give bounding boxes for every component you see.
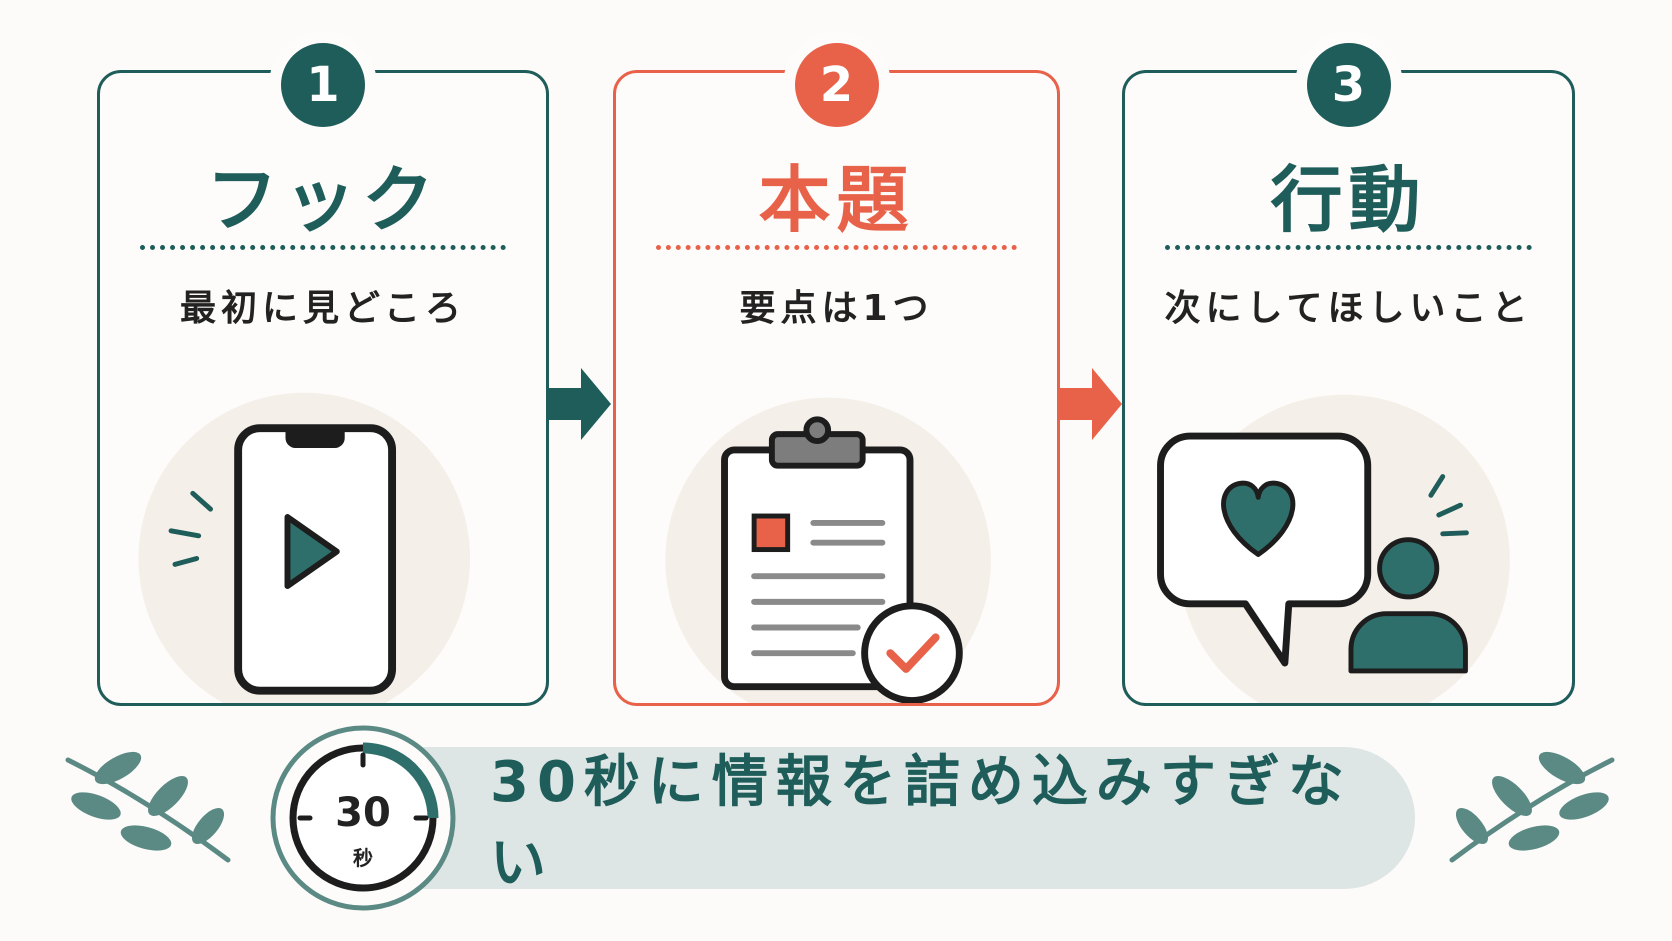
- step-number-badge: 3: [1294, 31, 1403, 139]
- step-card-main-topic: 2 本題 要点は1つ: [613, 31, 1060, 706]
- timer-unit: 秒: [353, 846, 373, 870]
- leaf-branch-icon: [1449, 751, 1615, 863]
- smartphone-play-icon: [138, 392, 470, 703]
- step-card-hook: 1 フック 最初に見どころ: [97, 31, 549, 706]
- step-number-badge: 2: [782, 31, 891, 139]
- step-title: 行動: [1270, 158, 1427, 242]
- message-pill: [345, 747, 1415, 889]
- leaf-branch-icon: [65, 751, 231, 863]
- speech-heart-person-icon: [1157, 394, 1510, 703]
- arrow-right-icon: [549, 368, 611, 440]
- dotted-divider: [140, 245, 506, 250]
- step-title: 本題: [758, 158, 915, 242]
- step-title: フック: [205, 158, 440, 242]
- step-subtitle: 最初に見どころ: [180, 288, 466, 329]
- dotted-divider: [656, 245, 1017, 250]
- clipboard-check-icon: [665, 397, 991, 703]
- step-card-action: 3 行動 次にしてほしいこと: [1122, 31, 1575, 706]
- step-number-badge: 1: [269, 31, 377, 139]
- stopwatch-icon: [270, 725, 456, 911]
- arrow-right-icon: [1060, 368, 1122, 440]
- dotted-divider: [1165, 245, 1532, 250]
- step-subtitle: 次にしてほしいこと: [1164, 288, 1533, 329]
- footer-message: 30秒に情報を詰め込みすぎない: [490, 750, 1352, 896]
- step-subtitle: 要点は1つ: [739, 288, 934, 329]
- timer-value: 30: [335, 790, 391, 836]
